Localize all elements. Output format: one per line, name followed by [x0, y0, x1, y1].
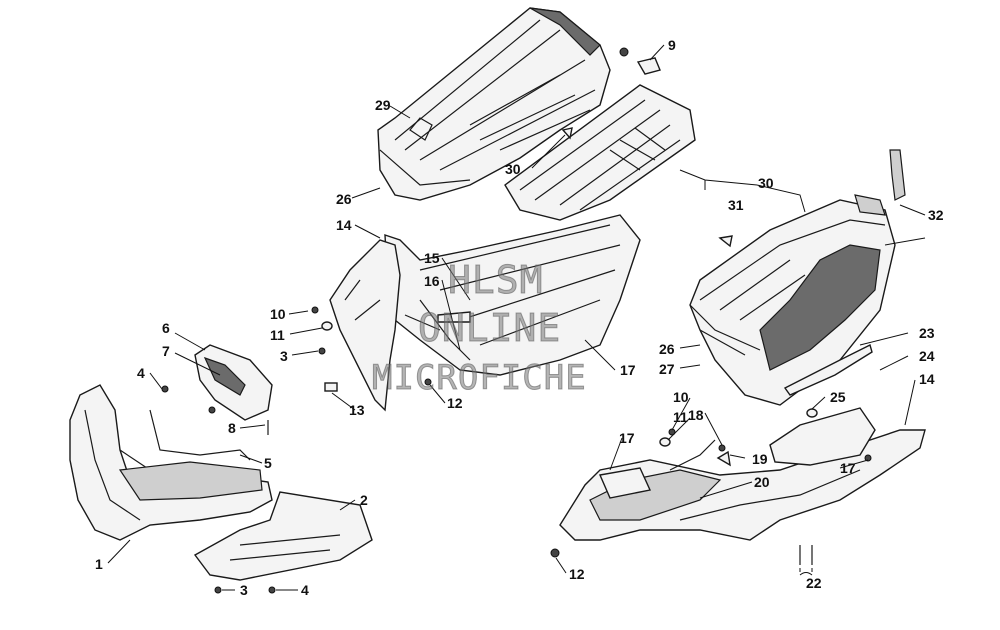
callout-21: 20	[754, 474, 770, 490]
callout-9: 9	[668, 37, 676, 53]
watermark-line3: MICROFICHE	[372, 358, 587, 399]
windshield-bracket-6-7	[194, 344, 273, 421]
callout-11-right: 11	[673, 409, 688, 425]
callout-5: 5	[264, 455, 272, 471]
callout-12-right: 12	[569, 566, 585, 582]
callout-20: 19	[752, 451, 768, 467]
callout-11-left: 11	[270, 327, 285, 343]
leader-lines	[107, 44, 926, 591]
callout-4-left: 4	[137, 365, 145, 381]
callout-12-mid: 12	[447, 395, 463, 411]
callout-14-right: 14	[919, 371, 935, 387]
callout-19: 18	[688, 407, 704, 423]
callout-13: 13	[349, 402, 365, 418]
bracket-31	[889, 149, 906, 201]
callout-16: 16	[424, 273, 440, 289]
callout-26-top: 26	[336, 191, 352, 207]
callout-24: 25	[830, 389, 846, 405]
callout-14-mid: 14	[336, 217, 352, 233]
hood-top-panel	[377, 7, 611, 201]
callout-30-top: 30	[505, 161, 521, 177]
callout-4-bottom: 4	[301, 582, 309, 598]
front-nose-cone	[689, 194, 896, 406]
callout-8: 8	[228, 420, 236, 436]
callout-29: 30	[758, 175, 774, 191]
callout-7: 7	[162, 343, 170, 359]
callout-25: 22	[806, 575, 822, 591]
callout-3-bottom: 3	[240, 582, 248, 598]
callout-18: 17	[619, 430, 635, 446]
callout-31: 32	[928, 207, 944, 223]
left-front-bumper	[69, 384, 273, 541]
callout-10-left: 10	[270, 306, 286, 322]
watermark-line2: ONLINE	[417, 306, 562, 351]
callout-27: 27	[659, 361, 675, 377]
callout-23: 24	[919, 348, 935, 364]
callout-15: 15	[424, 250, 440, 266]
callout-1: 1	[95, 556, 103, 572]
callout-26-right: 26	[659, 341, 675, 357]
callout-17-right: 17	[840, 460, 856, 476]
skid-plate-2	[193, 491, 373, 581]
callout-30-right: 31	[728, 197, 744, 213]
callout-10-right: 10	[673, 389, 689, 405]
callout-28: 29	[375, 97, 391, 113]
callout-6: 6	[162, 320, 170, 336]
mid-belly-pan	[329, 214, 641, 412]
hood-vent-grille-30	[504, 84, 696, 221]
callout-22: 23	[919, 325, 935, 341]
watermark-line1: HLSM	[448, 258, 544, 303]
fasteners	[161, 47, 872, 594]
callout-17-mid: 17	[620, 362, 636, 378]
callout-3-mid: 3	[280, 348, 288, 364]
callout-2: 2	[360, 492, 368, 508]
